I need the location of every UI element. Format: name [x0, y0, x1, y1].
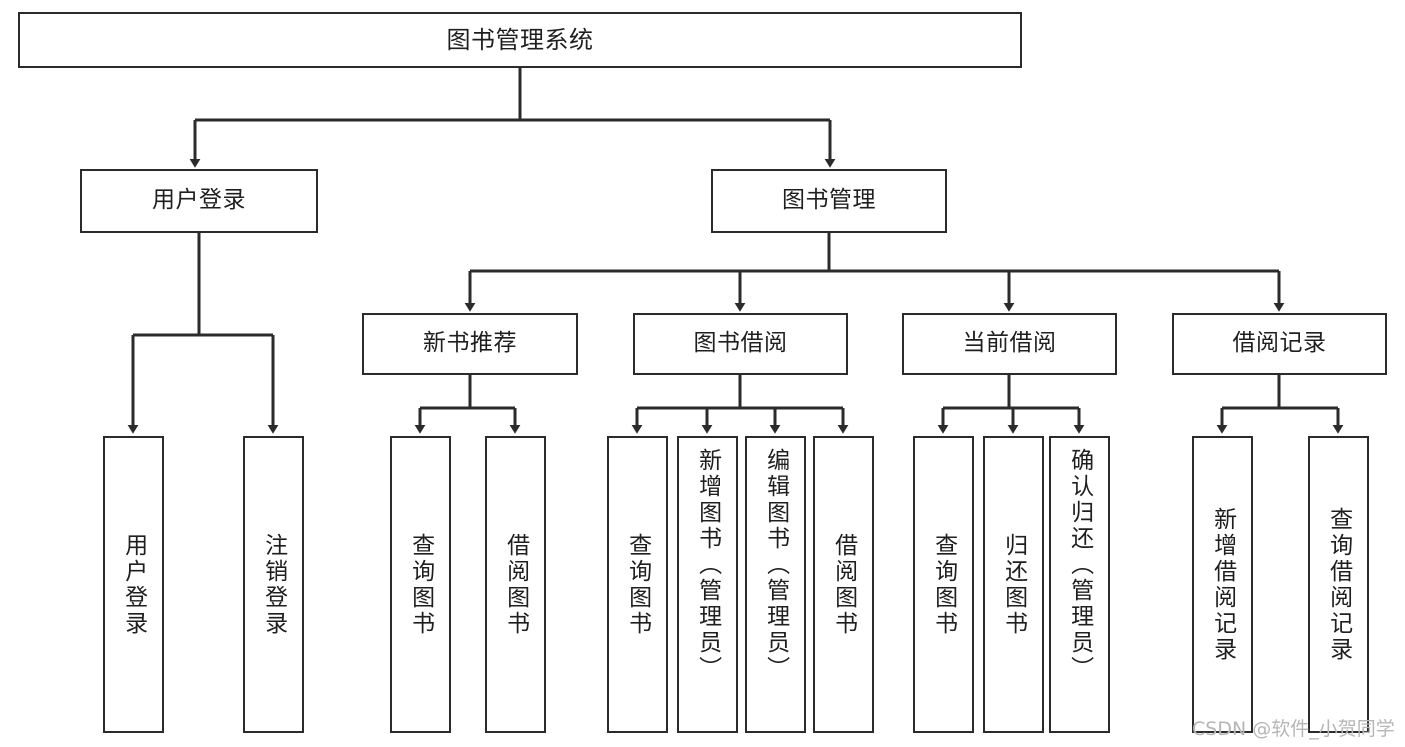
- node-leaf-confirm-return-admin[interactable]: 确认归还（管理员）: [1049, 436, 1110, 733]
- node-label: 查询图书: [624, 532, 651, 637]
- node-label: 注销登录: [260, 532, 287, 637]
- watermark-text: CSDN @软件_小贺同学: [1192, 718, 1395, 740]
- node-leaf-borrow-book-recommend[interactable]: 借阅图书: [485, 436, 546, 733]
- node-label: 新增图书（管理员）: [694, 448, 721, 682]
- node-leaf-add-borrow-record[interactable]: 新增借阅记录: [1192, 436, 1253, 733]
- node-leaf-borrow-book[interactable]: 借阅图书: [813, 436, 874, 733]
- node-label: 归还图书: [1000, 532, 1027, 637]
- node-label: 新增借阅记录: [1209, 506, 1236, 663]
- node-book-management[interactable]: 图书管理: [711, 169, 947, 233]
- node-leaf-add-book-admin[interactable]: 新增图书（管理员）: [677, 436, 738, 733]
- node-leaf-query-book-current[interactable]: 查询图书: [913, 436, 974, 733]
- node-leaf-logout[interactable]: 注销登录: [243, 436, 304, 733]
- node-label: 当前借阅: [962, 330, 1057, 357]
- node-leaf-query-book-recommend[interactable]: 查询图书: [390, 436, 451, 733]
- node-label: 确认归还（管理员）: [1066, 448, 1093, 682]
- node-leaf-query-borrow-record[interactable]: 查询借阅记录: [1308, 436, 1369, 733]
- node-label: 用户登录: [120, 532, 147, 637]
- node-user-login[interactable]: 用户登录: [80, 169, 318, 233]
- node-new-book-recommendation[interactable]: 新书推荐: [362, 313, 578, 375]
- node-leaf-query-book-borrow[interactable]: 查询图书: [607, 436, 668, 733]
- node-label: 用户登录: [152, 187, 246, 214]
- node-label: 编辑图书（管理员）: [762, 448, 789, 682]
- node-leaf-user-login[interactable]: 用户登录: [103, 436, 164, 733]
- node-borrow-records[interactable]: 借阅记录: [1172, 313, 1387, 375]
- node-label: 查询图书: [930, 532, 957, 637]
- node-label: 借阅图书: [830, 532, 857, 637]
- node-root-book-management-system[interactable]: 图书管理系统: [18, 12, 1022, 68]
- node-label: 图书管理: [782, 187, 876, 214]
- node-label: 新书推荐: [423, 330, 517, 357]
- node-label: 查询借阅记录: [1325, 506, 1352, 663]
- node-label: 借阅图书: [502, 532, 529, 637]
- node-leaf-edit-book-admin[interactable]: 编辑图书（管理员）: [745, 436, 806, 733]
- node-label: 查询图书: [407, 532, 434, 637]
- node-label: 借阅记录: [1232, 330, 1327, 357]
- node-book-borrow[interactable]: 图书借阅: [633, 313, 848, 375]
- node-label: 图书管理系统: [446, 25, 594, 54]
- node-current-borrow[interactable]: 当前借阅: [902, 313, 1117, 375]
- node-label: 图书借阅: [693, 330, 788, 357]
- node-leaf-return-book[interactable]: 归还图书: [983, 436, 1044, 733]
